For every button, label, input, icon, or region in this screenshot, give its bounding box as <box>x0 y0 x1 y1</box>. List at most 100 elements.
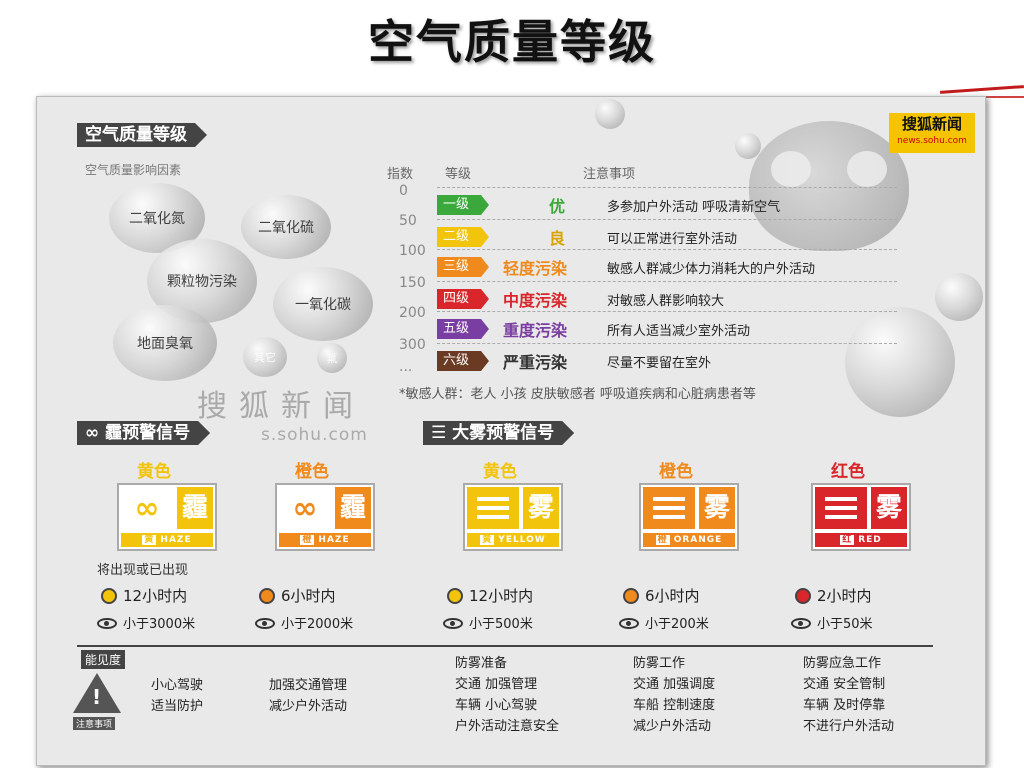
level-name: 重度污染 <box>503 321 568 340</box>
fog-note-line: 防雾准备 <box>455 656 508 671</box>
fog-note-line: 减少户外活动 <box>633 719 712 734</box>
signal-badge: 红 <box>840 535 855 545</box>
signal-visibility-text: 小于500米 <box>469 617 533 632</box>
fog-note-column: 防雾准备交通 加强管理车辆 小心驾驶户外活动注意安全 <box>455 653 559 737</box>
index-tick: 200 <box>399 305 426 321</box>
fog-note-line: 防雾工作 <box>633 656 686 671</box>
factors-label: 空气质量影响因素 <box>85 163 182 177</box>
signal-color-name: 黄色 <box>483 462 517 482</box>
signal-visibility-text: 小于3000米 <box>123 617 196 632</box>
signal-badge: 黄 <box>480 535 495 545</box>
index-header: 指数 <box>387 167 414 182</box>
section-title: 空气质量等级 <box>77 123 207 147</box>
watermark: 搜狐新闻 <box>197 389 365 424</box>
fog-note-line: 不进行户外活动 <box>803 719 895 734</box>
fog-warning-title: ☰ 大雾预警信号 <box>423 421 574 445</box>
fog-line <box>825 515 857 519</box>
haze-note-column: 加强交通管理 减少户外活动 <box>269 678 348 714</box>
signal-color-name: 黄色 <box>137 462 171 482</box>
index-tick: 300 <box>399 337 426 353</box>
signal-label: HAZE <box>160 535 192 545</box>
factor-bubble: 二氧化硫 <box>241 195 331 259</box>
fog-lines-icon <box>477 497 509 524</box>
signal-char: 霾 <box>335 487 371 529</box>
level-name: 中度污染 <box>503 291 568 310</box>
mask-eye <box>771 151 811 187</box>
signal-time: 12小时内 <box>447 585 533 606</box>
fog-line <box>477 497 509 501</box>
signal-char: 雾 <box>699 487 735 529</box>
fog-note-line: 交通 加强调度 <box>633 677 716 692</box>
decorative-bubble <box>845 307 955 417</box>
signal-badge: 橙 <box>300 535 315 545</box>
haze-warning-title: ∞ 霾预警信号 <box>77 421 210 445</box>
signal-time: 6小时内 <box>259 585 336 606</box>
row-divider <box>437 219 897 220</box>
level-row: 四级中度污染对敏感人群影响较大 <box>437 289 897 311</box>
fog-note-column: 防雾应急工作交通 安全管制车辆 及时停靠不进行户外活动 <box>803 653 894 737</box>
infinity-icon: ∞ <box>292 491 318 526</box>
level-tag: 一级 <box>437 195 489 215</box>
decorative-bubble <box>935 273 983 321</box>
level-row: 五级重度污染所有人适当减少室外活动 <box>437 319 897 341</box>
level-name: 轻度污染 <box>503 259 568 278</box>
mask-eye <box>847 151 887 187</box>
factor-bubble: 氟 <box>317 343 347 373</box>
haze-note-column: 小心驾驶 适当防护 <box>151 678 204 714</box>
level-tag: 二级 <box>437 227 489 247</box>
level-row: 三级轻度污染敏感人群减少体力消耗大的户外活动 <box>437 257 897 279</box>
decorative-line <box>939 85 1024 94</box>
infinity-icon: ∞ <box>134 491 160 526</box>
decorative-line <box>960 96 1024 98</box>
fog-lines-icon <box>653 497 685 524</box>
signal-time: 6小时内 <box>623 585 700 606</box>
index-tick: ... <box>399 359 413 375</box>
watermark-url: s.sohu.com <box>261 425 368 445</box>
signal-symbol <box>643 487 695 529</box>
sohu-news-logo: 搜狐新闻 news.sohu.com <box>889 113 975 153</box>
signal-time-text: 2小时内 <box>817 587 872 605</box>
level-note: 多参加户外活动 呼吸清新空气 <box>607 200 781 215</box>
eye-icon <box>97 618 117 629</box>
signal-visibility: 小于500米 <box>443 613 533 632</box>
eye-icon <box>619 618 639 629</box>
level-row: 一级优多参加户外活动 呼吸清新空气 <box>437 195 897 217</box>
level-header: 等级 <box>445 167 472 182</box>
visibility-label: 能见度 <box>81 650 126 669</box>
signal-char: 雾 <box>871 487 907 529</box>
fog-line <box>477 515 509 519</box>
level-tag: 四级 <box>437 289 489 309</box>
signal-badge: 黄 <box>142 535 157 545</box>
level-name: 良 <box>548 229 565 248</box>
signal-symbol: ∞ <box>121 487 173 529</box>
row-divider <box>437 281 897 282</box>
signal-time: 2小时内 <box>795 585 872 606</box>
signal-label: YELLOW <box>498 535 546 545</box>
fog-line <box>653 515 685 519</box>
fog-lines-icon <box>825 497 857 524</box>
exclamation-icon: ! <box>92 685 102 709</box>
row-divider <box>437 343 897 344</box>
level-note: 尽量不要留在室外 <box>607 356 712 371</box>
signal-symbol <box>467 487 519 529</box>
notes-label: 注意事项 <box>73 717 116 730</box>
level-row: 六级严重污染尽量不要留在室外 <box>437 351 897 373</box>
appear-note: 将出现或已出现 <box>97 563 189 578</box>
signal-symbol <box>815 487 867 529</box>
signal-time-text: 6小时内 <box>281 587 336 605</box>
signal-color-name: 橙色 <box>295 462 329 482</box>
signal-color-name: 橙色 <box>659 462 693 482</box>
level-note: 所有人适当减少室外活动 <box>607 324 751 339</box>
signal-color-name: 红色 <box>831 462 865 482</box>
fog-note-line: 交通 加强管理 <box>455 677 538 692</box>
index-tick: 50 <box>399 213 417 229</box>
signal-time: 12小时内 <box>101 585 187 606</box>
signal-label: HAZE <box>318 535 350 545</box>
fog-note-line: 户外活动注意安全 <box>455 719 560 734</box>
